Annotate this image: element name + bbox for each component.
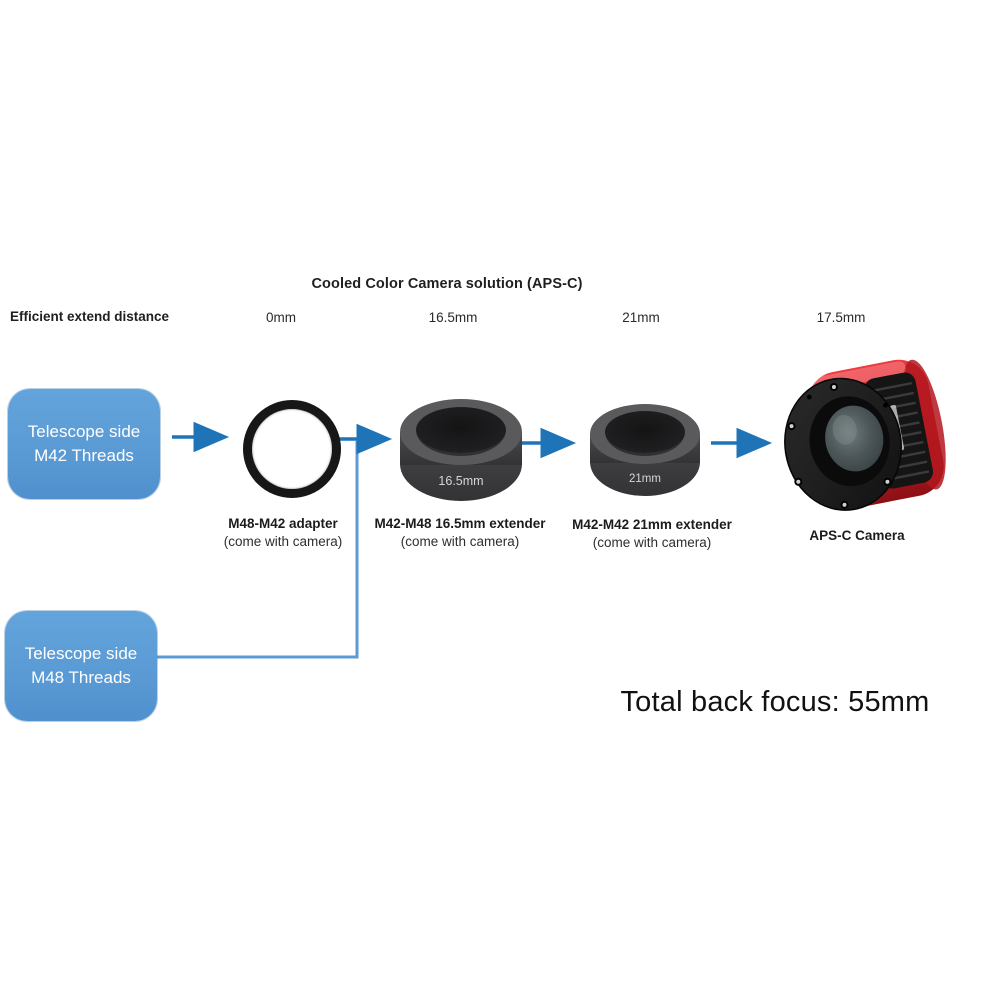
telescope-m42-line2: M42 Threads <box>34 446 134 465</box>
extender-21mm-marking: 21mm <box>629 473 661 485</box>
telescope-m42-box: Telescope side M42 Threads <box>8 389 160 499</box>
label-m48-m42-adapter-note: (come with camera) <box>223 534 343 550</box>
diagram-title: Cooled Color Camera solution (APS-C) <box>311 276 583 292</box>
label-extender-21mm: M42-M42 21mm extender (come with camera) <box>552 516 752 552</box>
label-extender-16-5mm-name: M42-M48 16.5mm extender <box>374 516 546 531</box>
extender-21mm-image: 21mm <box>590 404 700 496</box>
label-extender-16-5mm-note: (come with camera) <box>400 534 520 550</box>
label-extender-16-5mm: M42-M48 16.5mm extender (come with camer… <box>360 515 560 551</box>
distance-0mm: 0mm <box>266 310 296 325</box>
header-efficient-extend-distance: Efficient extend distance <box>10 309 170 324</box>
label-aps-c-camera: APS-C Camera <box>757 527 957 545</box>
label-extender-21mm-name: M42-M42 21mm extender <box>572 517 732 532</box>
aps-c-camera-image <box>784 359 946 511</box>
telescope-m48-box: Telescope side M48 Threads <box>5 611 157 721</box>
telescope-m48-line2: M48 Threads <box>31 668 131 687</box>
label-aps-c-camera-name: APS-C Camera <box>809 528 905 543</box>
telescope-m42-line1: Telescope side <box>27 422 141 442</box>
label-m48-m42-adapter: M48-M42 adapter (come with camera) <box>183 515 383 551</box>
distance-17-5mm: 17.5mm <box>816 310 866 325</box>
extender-16-5mm-image: 16.5mm <box>400 399 522 501</box>
distance-21mm: 21mm <box>622 310 660 325</box>
total-back-focus-text: Total back focus: 55mm <box>620 686 930 718</box>
extender-16-5mm-marking: 16.5mm <box>438 474 483 488</box>
distance-16-5mm: 16.5mm <box>428 310 478 325</box>
label-m48-m42-adapter-name: M48-M42 adapter <box>228 516 338 531</box>
label-extender-21mm-note: (come with camera) <box>592 535 712 551</box>
telescope-m48-line1: Telescope side <box>24 644 138 664</box>
m48-m42-adapter-ring-image <box>243 400 341 498</box>
